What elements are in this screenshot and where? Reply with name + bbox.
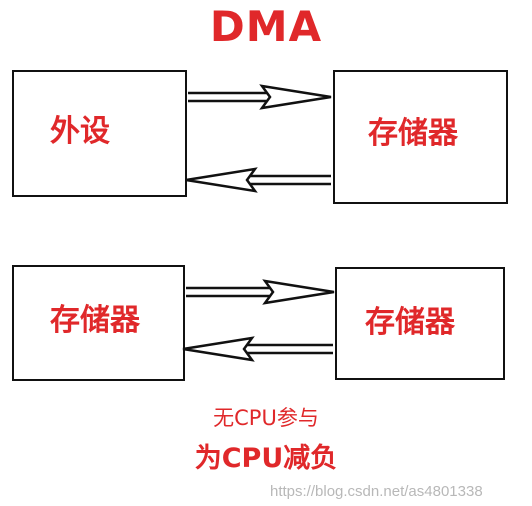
memory-label-bottom-right: 存储器 xyxy=(365,305,455,340)
memory-box-bottom-left xyxy=(12,265,185,381)
arrow-right-icon xyxy=(186,279,335,305)
arrow-left-icon xyxy=(182,336,333,362)
memory-label-bottom-left: 存储器 xyxy=(50,303,140,338)
peripheral-label: 外设 xyxy=(50,114,110,149)
arrow-left-icon xyxy=(185,167,331,193)
memory-label-top-right: 存储器 xyxy=(368,116,458,151)
diagram-title: DMA xyxy=(209,2,323,51)
arrow-right-icon xyxy=(188,84,332,110)
no-cpu-note: 无CPU参与 xyxy=(213,406,319,430)
memory-box-top-right xyxy=(333,70,508,204)
watermark: https://blog.csdn.net/as4801338 xyxy=(270,484,483,499)
memory-box-bottom-right xyxy=(335,267,505,380)
peripheral-box xyxy=(12,70,187,197)
cpu-relief-note: 为CPU减负 xyxy=(194,443,338,474)
